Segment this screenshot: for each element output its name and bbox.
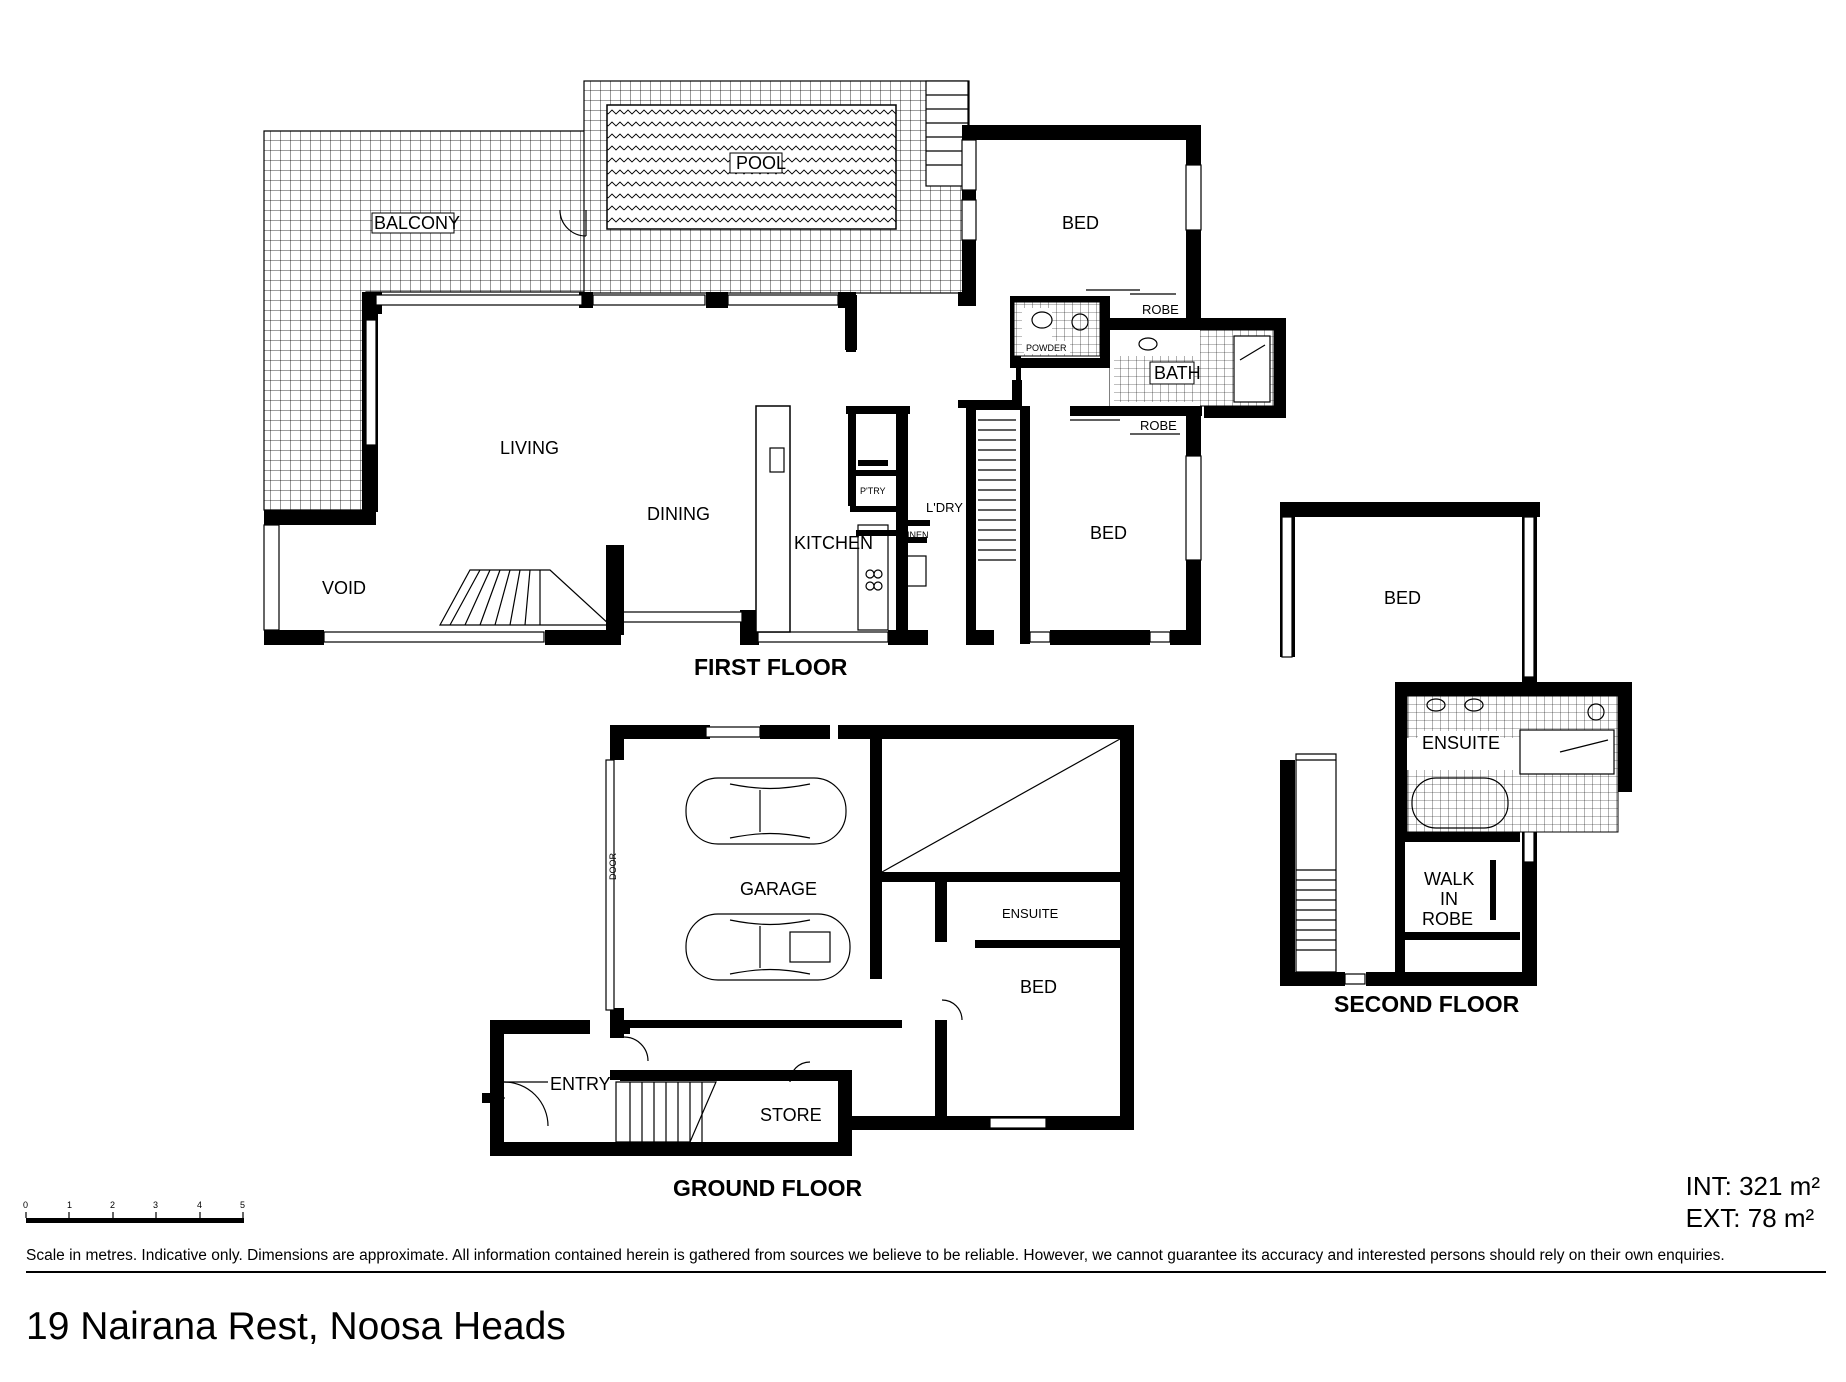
property-address: 19 Nairana Rest, Noosa Heads: [26, 1305, 566, 1348]
car-icon: [685, 777, 847, 845]
label-dining: DINING: [647, 504, 710, 524]
scale-tick-4: 4: [197, 1200, 202, 1210]
label-robe-mid: ROBE: [1140, 418, 1177, 433]
label-balcony: BALCONY: [374, 213, 460, 233]
area-summary: INT: 321 m² EXT: 78 m²: [1686, 1170, 1820, 1234]
scale-tick-5: 5: [240, 1200, 245, 1210]
label-walk: WALK: [1424, 869, 1474, 889]
label-void: VOID: [322, 578, 366, 598]
external-area: EXT: 78 m²: [1685, 1203, 1815, 1233]
label-living: LIVING: [500, 438, 559, 458]
label-bath: BATH: [1154, 363, 1201, 383]
label-store: STORE: [760, 1105, 822, 1125]
scale-bar: 0 1 2 3 4 5: [23, 1200, 245, 1223]
label-ensuite-second: ENSUITE: [1422, 733, 1500, 753]
title-first-floor: FIRST FLOOR: [694, 654, 848, 680]
disclaimer-text: Scale in metres. Indicative only. Dimens…: [26, 1247, 1725, 1264]
scale-tick-0: 0: [23, 1200, 28, 1210]
entry-arrow-icon: [482, 1088, 505, 1108]
second-floor-labels: BED ENSUITE WALK IN ROBE SECOND FLOOR: [1334, 588, 1520, 1017]
label-bed-first-mid: BED: [1090, 523, 1127, 543]
label-door: DOOR: [608, 852, 618, 880]
ground-floor: [482, 725, 1134, 1156]
scale-tick-2: 2: [110, 1200, 115, 1210]
label-in: IN: [1440, 889, 1458, 909]
label-robe-top: ROBE: [1142, 302, 1179, 317]
label-linen: LINEN: [902, 530, 929, 540]
label-ensuite-ground: ENSUITE: [1002, 906, 1059, 921]
label-robe-second: ROBE: [1422, 909, 1473, 929]
pool-steps: [925, 80, 969, 187]
label-powder: POWDER: [1026, 343, 1067, 353]
label-pantry: P'TRY: [860, 486, 886, 496]
title-ground-floor: GROUND FLOOR: [673, 1175, 862, 1201]
second-floor: [1280, 502, 1632, 986]
label-pool: POOL: [736, 153, 786, 173]
scale-tick-3: 3: [153, 1200, 158, 1210]
kitchen-island: [755, 405, 791, 633]
label-entry: ENTRY: [550, 1074, 611, 1094]
label-bed-first-top: BED: [1062, 213, 1099, 233]
internal-area: INT: 321 m²: [1685, 1171, 1820, 1201]
divider-rule: [26, 1271, 1826, 1273]
first-floor-labels: BALCONY POOL BED ROBE POWDER BATH ROBE L…: [322, 152, 1201, 680]
label-bed-ground: BED: [1020, 977, 1057, 997]
first-floor: [263, 80, 1286, 645]
label-kitchen: KITCHEN: [794, 533, 873, 553]
label-garage: GARAGE: [740, 879, 817, 899]
ground-floor-labels: GARAGE DOOR ENSUITE BED ENTRY STORE GROU…: [550, 852, 1059, 1201]
label-laundry: L'DRY: [926, 500, 963, 515]
scale-tick-1: 1: [67, 1200, 72, 1210]
label-bed-second: BED: [1384, 588, 1421, 608]
car-icon: [685, 913, 851, 981]
title-second-floor: SECOND FLOOR: [1334, 991, 1520, 1017]
